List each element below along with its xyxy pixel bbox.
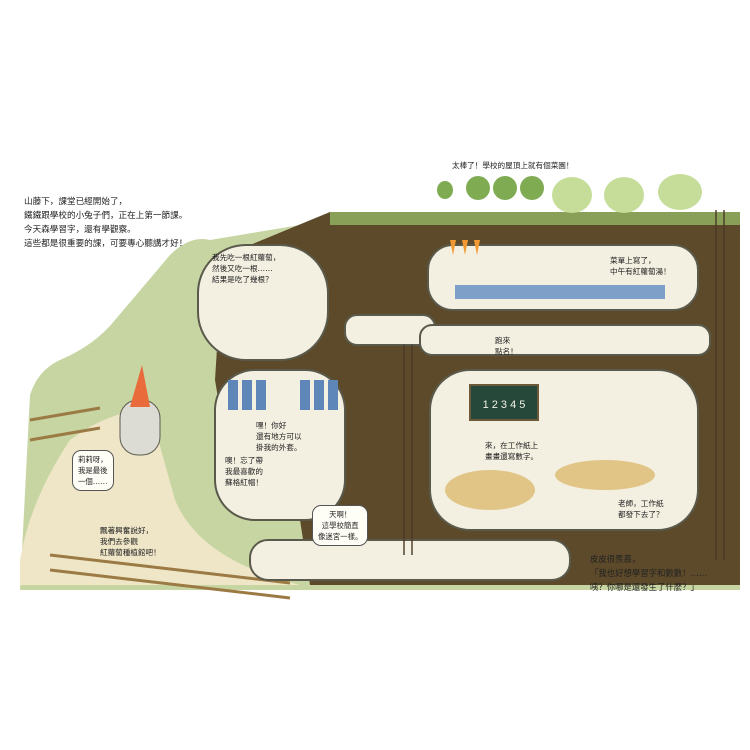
caption-line: 掛我的外套。 xyxy=(256,443,302,452)
entrance-bubble: 莉莉呀， 我是最後 一個…… xyxy=(72,450,114,491)
blackboard xyxy=(469,384,539,421)
caption-line: 飄著興奮說好， xyxy=(100,526,154,535)
intro-line: 今天森學習字，還有學觀察。 xyxy=(24,225,136,235)
grass-strip xyxy=(330,212,740,225)
entrance-door xyxy=(119,399,161,456)
final-line: 咦？你哪是還發生了什麼？」 xyxy=(590,582,699,592)
worktable-caption: 來，在工作紙上 畫畫還寫數字。 xyxy=(485,440,538,462)
caption-line: 跑來 xyxy=(495,336,511,345)
final-line: 「我也好想學習字和數數！…… xyxy=(590,568,708,578)
hallway-caption: 跑來 點名！ xyxy=(495,335,518,357)
intro-text: 山藤下，課堂已經開始了， 鐵鐵跟學校的小兔子們，正在上第一節課。 今天森學習字，… xyxy=(24,195,187,251)
classroom-left-caption: 我先吃一根紅蘿蔔， 然後又吃一根…… 結果是吃了幾根？ xyxy=(212,252,280,285)
roof-garden xyxy=(437,174,702,213)
caption-line: 我是最後 xyxy=(78,466,108,475)
lockers-caption-1: 嘿！你好 還有地方可以 掛我的外套。 xyxy=(256,420,302,453)
caption-line: 然後又吃一根…… xyxy=(212,264,273,273)
caption-line: 紅蘿蔔種植館吧！ xyxy=(100,548,161,557)
intro-line: 這些都是很重要的課，可要專心聽講才好！ xyxy=(24,239,188,249)
tunnel-corridor xyxy=(249,539,571,581)
caption-line: 像迷宮一樣。 xyxy=(318,532,363,541)
lockers-caption-2: 噢！忘了帶 我最喜歡的 蘇格紅帽！ xyxy=(225,455,263,488)
caption-line: 噢！忘了帶 xyxy=(225,456,263,465)
fence xyxy=(29,406,291,600)
caption-line: 我最喜歡的 xyxy=(225,467,263,476)
carrots xyxy=(450,240,480,255)
caption-line: 都發下去了？ xyxy=(618,510,664,519)
worktable xyxy=(445,470,535,510)
final-text: 皮皮很羨慕， 「我也好想學習字和數數！…… 咦？你哪是還發生了什麼？」 xyxy=(590,552,707,594)
intro-line: 鐵鐵跟學校的小兔子們，正在上第一節課。 xyxy=(24,211,188,221)
lunch-caption: 菜單上寫了， 中午有紅蘿蔔湯！ xyxy=(610,255,671,277)
garden-caption: 太棒了！學校的屋頂上就有個菜園！ xyxy=(452,160,574,171)
caption-line: 菜單上寫了， xyxy=(610,256,656,265)
final-line: 皮皮很羨慕， xyxy=(590,554,641,564)
blackboard-numbers: 1 2 3 4 5 xyxy=(483,399,526,411)
caption-line: 我先吃一根紅蘿蔔， xyxy=(212,253,281,262)
caption-line: 還有地方可以 xyxy=(256,432,302,441)
caption-line: 莉莉呀， xyxy=(78,455,108,464)
caption-line: 老師，工作紙 xyxy=(618,499,664,508)
caption-line: 一個…… xyxy=(78,477,108,486)
teacher-caption: 老師，工作紙 都發下去了？ xyxy=(618,498,664,520)
caption-line: 嘿！你好 xyxy=(256,421,287,430)
intro-line: 山藤下，課堂已經開始了， xyxy=(24,197,128,207)
lunch-table xyxy=(455,285,665,299)
lockers xyxy=(228,380,338,410)
caption-line: 畫畫還寫數字。 xyxy=(485,452,539,461)
caption-line: 中午有紅蘿蔔湯！ xyxy=(610,267,671,276)
caption-line: 結果是吃了幾根？ xyxy=(212,275,273,284)
corridor-right xyxy=(419,324,711,356)
caption-line: 點名！ xyxy=(495,347,518,356)
caption-line: 我們去參觀 xyxy=(100,537,138,546)
ladder-icon xyxy=(403,210,725,560)
garden-caption-line: 太棒了！學校的屋頂上就有個菜園！ xyxy=(452,161,574,170)
caption-line: 蘇格紅帽！ xyxy=(225,478,263,487)
worktable-right xyxy=(555,460,655,490)
classroom-left-room xyxy=(197,244,329,361)
tunnel-bubble: 天啊！ 這學校簡直 像迷宮一樣。 xyxy=(312,505,369,546)
parade-caption: 飄著興奮說好， 我們去參觀 紅蘿蔔種植館吧！ xyxy=(100,525,161,558)
caption-line: 天啊！ xyxy=(329,510,352,519)
caption-line: 這學校簡直 xyxy=(321,521,359,530)
gnome-hat xyxy=(130,365,150,407)
caption-line: 來，在工作紙上 xyxy=(485,441,539,450)
